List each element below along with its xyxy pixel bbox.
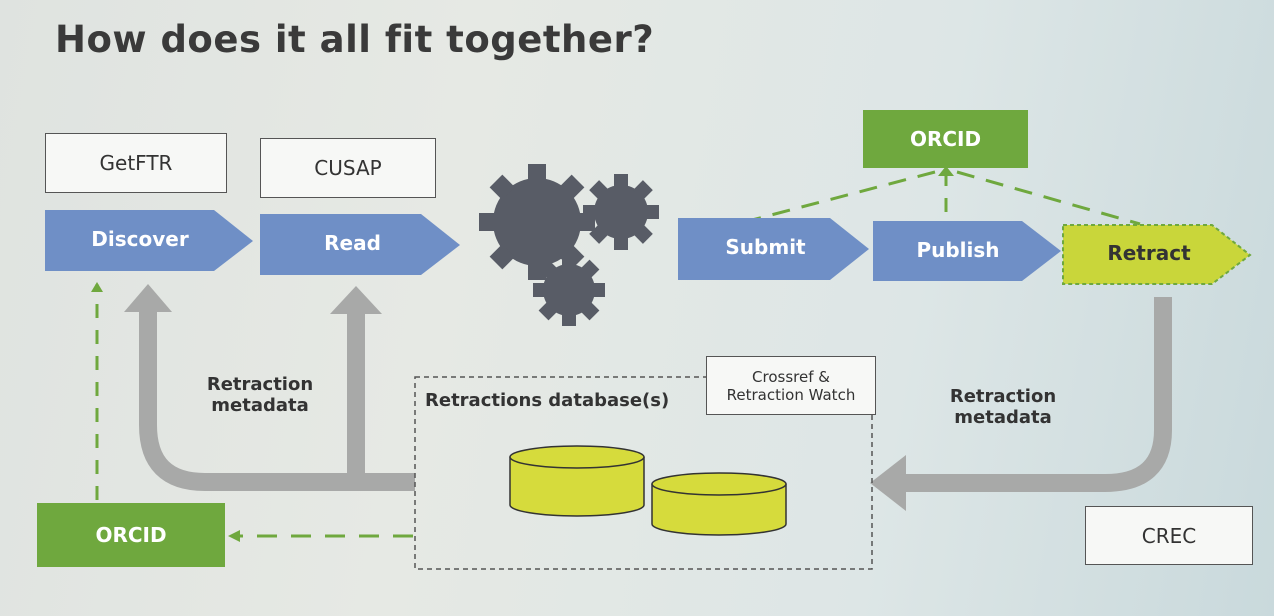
orcid-bottom-box: ORCID [37, 503, 225, 567]
flow-arrowhead-read [330, 286, 382, 314]
discover-label: Discover [91, 227, 189, 251]
publish-label: Publish [916, 238, 1000, 262]
dashed-orcid-to-retract [956, 170, 1141, 226]
discover-arrow [45, 210, 253, 271]
database-source-box: Crossref & Retraction Watch [706, 356, 876, 415]
retraction-metadata-right-label: Retraction metadata [949, 386, 1057, 428]
retract-label: Retract [1107, 241, 1191, 265]
flow-arrow-to-discover [139, 312, 415, 491]
flow-arrow-from-retract [905, 297, 1172, 492]
retraction-metadata-left-label: Retraction metadata [206, 374, 314, 416]
submit-arrow [678, 218, 869, 280]
gears-icon [479, 164, 659, 326]
publish-arrow [873, 221, 1061, 281]
page-title: How does it all fit together? [55, 18, 655, 61]
dashed-orcid-to-submit [751, 170, 936, 222]
database-cylinder-2-icon [651, 472, 787, 536]
cusap-box: CUSAP [260, 138, 436, 198]
read-arrow [260, 214, 460, 275]
flow-arrowhead-database [870, 455, 906, 511]
orcid-top-box: ORCID [863, 110, 1028, 168]
database-container [414, 376, 873, 570]
database-source-text: Crossref & Retraction Watch [726, 367, 856, 404]
read-label: Read [324, 231, 381, 255]
database-label: Retractions database(s) [425, 390, 670, 411]
crec-box: CREC [1085, 506, 1253, 565]
flow-arrowhead-discover [124, 284, 172, 312]
submit-label: Submit [725, 235, 806, 259]
retract-arrow [1062, 224, 1252, 285]
getftr-box: GetFTR [45, 133, 227, 193]
database-cylinder-1-icon [509, 445, 645, 517]
